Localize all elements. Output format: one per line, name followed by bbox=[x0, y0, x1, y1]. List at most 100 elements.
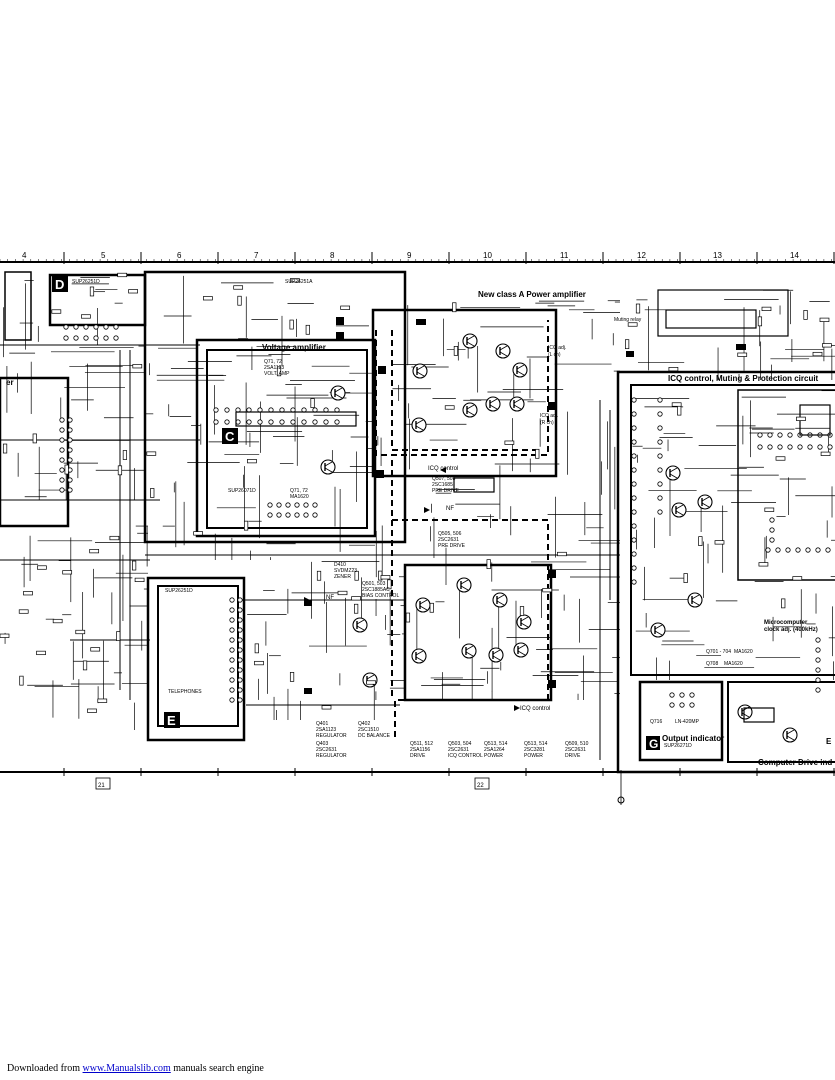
ruler-col-12: 12 bbox=[637, 251, 646, 260]
connector-pin-icon bbox=[237, 637, 243, 643]
svg-text:LN-420MP: LN-420MP bbox=[675, 719, 700, 725]
resistor-icon bbox=[254, 643, 259, 654]
svg-text:MA1620: MA1620 bbox=[734, 649, 753, 655]
transistor-collector-icon bbox=[419, 599, 428, 605]
block-e-outer bbox=[146, 576, 246, 742]
connector-pin-icon bbox=[67, 487, 73, 493]
connector-pin-icon bbox=[631, 495, 637, 501]
svg-text:E: E bbox=[167, 713, 176, 728]
resistor-icon bbox=[32, 433, 37, 444]
note-q401: Q401 2SA1123 REGULATOR bbox=[316, 721, 347, 739]
block-d-left-outline bbox=[4, 271, 32, 341]
transistor-body-icon bbox=[415, 597, 431, 613]
resistor-icon bbox=[635, 303, 641, 314]
svg-text:DRIVE: DRIVE bbox=[410, 753, 426, 759]
connector-pin-icon bbox=[59, 467, 65, 473]
connector-pin-icon bbox=[213, 419, 219, 425]
svg-text:Q505, 506: Q505, 506 bbox=[438, 531, 462, 537]
transistor-icon bbox=[665, 465, 681, 481]
resistor-icon bbox=[819, 317, 830, 322]
connector-pin-icon bbox=[631, 425, 637, 431]
connector-pin-icon bbox=[631, 537, 637, 543]
transistor-body-icon bbox=[650, 622, 666, 638]
connector-pin-icon bbox=[59, 427, 65, 433]
resistor-icon bbox=[775, 456, 786, 461]
connector-pin-icon bbox=[689, 702, 695, 708]
connector-pin-icon bbox=[769, 537, 775, 543]
transistor-icon bbox=[516, 614, 532, 630]
resistor-icon bbox=[75, 629, 86, 635]
wiring bbox=[0, 275, 835, 760]
ruler-col-7: 7 bbox=[254, 251, 259, 260]
resistor-icon bbox=[289, 319, 294, 330]
svg-text:2SC1685: 2SC1685 bbox=[432, 482, 453, 488]
transistor-collector-icon bbox=[654, 624, 663, 630]
transistor-body-icon bbox=[737, 704, 753, 720]
connector-pin-icon bbox=[787, 444, 793, 450]
transistor-icon bbox=[462, 402, 478, 418]
connector-pin-icon bbox=[279, 419, 285, 425]
transistor-emitter-icon bbox=[691, 600, 700, 606]
transistor-emitter-icon bbox=[466, 410, 475, 416]
transistor-body-icon bbox=[697, 494, 713, 510]
transistor-collector-icon bbox=[516, 364, 525, 370]
resistor-icon bbox=[89, 549, 100, 554]
icq-block-inner bbox=[630, 384, 835, 676]
resistor-icon bbox=[486, 559, 491, 570]
resistor-icon bbox=[340, 305, 351, 310]
resistor-icon bbox=[625, 339, 630, 350]
connector-pin-icon bbox=[103, 335, 109, 341]
connector-pin-icon bbox=[787, 432, 793, 438]
icq-adj-l-1: ICQ adj. bbox=[548, 345, 566, 351]
svg-text:Q509, 510: Q509, 510 bbox=[565, 741, 589, 747]
transistor-body-icon bbox=[461, 643, 477, 659]
resistor-icon bbox=[19, 675, 24, 686]
transistor-icon bbox=[362, 672, 378, 688]
transistor-icon bbox=[671, 502, 687, 518]
block-e-inner bbox=[157, 585, 239, 727]
resistor-icon bbox=[117, 272, 128, 278]
circuit-blocks bbox=[0, 270, 835, 774]
connector-pin-icon bbox=[67, 417, 73, 423]
resistor-icon bbox=[23, 591, 33, 596]
transistor-emitter-icon bbox=[517, 650, 526, 656]
resistor-icon bbox=[243, 520, 249, 531]
power-amp-title: New class A Power amplifier bbox=[478, 290, 586, 299]
ruler-col-9: 9 bbox=[407, 251, 412, 260]
dashed-path-0 bbox=[375, 320, 549, 456]
microcomputer-block bbox=[727, 681, 835, 763]
manualslib-link[interactable]: www.Manualslib.com bbox=[82, 1063, 171, 1074]
transistor-body-icon bbox=[462, 402, 478, 418]
transistor-icon bbox=[411, 648, 427, 664]
connector-pin-icon bbox=[229, 667, 235, 673]
resistor-icon bbox=[781, 598, 786, 609]
connector-pin-icon bbox=[669, 702, 675, 708]
transistor-emitter-icon bbox=[513, 404, 522, 410]
connector-pin-icon bbox=[83, 335, 89, 341]
connector-pin-icon bbox=[103, 324, 109, 330]
connector-pin-icon bbox=[290, 419, 296, 425]
connector-pin-icon bbox=[229, 637, 235, 643]
svg-text:Q708: Q708 bbox=[706, 661, 718, 667]
svg-text:Q71, 72: Q71, 72 bbox=[290, 488, 308, 494]
resistor-icon bbox=[677, 405, 682, 416]
connector-pin-icon bbox=[817, 444, 823, 450]
terminal-icon bbox=[416, 319, 426, 325]
svg-text:SUP26251D: SUP26251D bbox=[165, 588, 193, 594]
note-q73: Q71, 72 MA1620 bbox=[290, 488, 309, 500]
connector-pin-icon bbox=[93, 324, 99, 330]
connector-pin-icon bbox=[303, 512, 309, 518]
connector-pin-icon bbox=[657, 397, 663, 403]
microcomputer-label: Microcomputer bbox=[764, 620, 808, 626]
transistor-emitter-icon bbox=[415, 425, 424, 431]
clock-adj-label: clock adj. (400kHz) bbox=[764, 627, 818, 633]
connector-pin-icon bbox=[267, 512, 273, 518]
resistor-icon bbox=[453, 346, 459, 356]
connector-pin-icon bbox=[657, 411, 663, 417]
transistor-collector-icon bbox=[465, 645, 474, 651]
connector-pin-icon bbox=[237, 597, 243, 603]
connector-pin-icon bbox=[631, 439, 637, 445]
note-q716: Q716 LN-420MP bbox=[650, 719, 700, 725]
connector-pin-icon bbox=[631, 467, 637, 473]
note-q505: Q505, 506 2SC2631 PRE DRIVE bbox=[438, 531, 466, 549]
